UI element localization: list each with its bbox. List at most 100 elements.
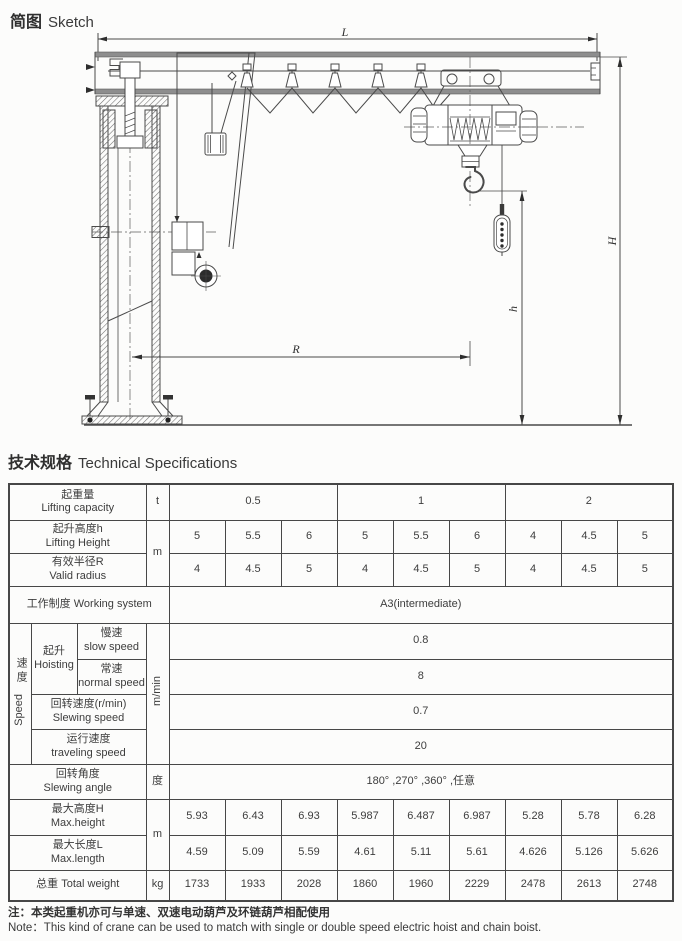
table-row: 最大长度L Max.length 4.59 5.09 5.59 4.61 5.1… xyxy=(8,834,674,871)
festoon-hanger xyxy=(414,63,428,88)
value-cell: 4 xyxy=(504,552,562,587)
row-label-max-height: 最大高度H Max.height xyxy=(8,798,147,836)
electric-hoist xyxy=(404,57,584,209)
kingpin-bolt-head xyxy=(119,61,141,79)
value-cell: 4.5 xyxy=(224,552,282,587)
value-cell: 4 xyxy=(504,519,562,554)
column-wall xyxy=(99,105,109,403)
row-label-slewing-speed: 回转速度(r/min) Slewing speed xyxy=(30,693,147,730)
beam-end-stop xyxy=(590,62,601,81)
column-wall xyxy=(151,105,161,403)
sketch-heading: 简图 Sketch xyxy=(10,8,94,32)
stud-stack xyxy=(102,109,116,149)
value-cell: 5.5 xyxy=(224,519,282,554)
row-label-slow-speed: 慢速 slow speed xyxy=(76,622,147,660)
value-cell: 0.8 xyxy=(168,622,674,660)
value-cell: 5.59 xyxy=(280,834,338,871)
value-cell: 5.93 xyxy=(168,798,226,836)
trolley-wheel-icon xyxy=(446,73,458,85)
row-label-max-length: 最大长度L Max.length xyxy=(8,834,147,871)
value-cell: 5 xyxy=(280,552,338,587)
unit-cell: t xyxy=(145,483,170,521)
table-row: 工作制度 Working system A3(intermediate) xyxy=(8,585,674,624)
value-cell: 5 xyxy=(616,552,674,587)
sketch-heading-en: Sketch xyxy=(48,14,94,31)
value-cell: 2478 xyxy=(504,869,562,902)
value-cell: 6 xyxy=(280,519,338,554)
row-label-lifting-capacity: 起重量 Lifting capacity xyxy=(8,483,147,521)
control-box xyxy=(204,71,237,156)
weld-arrow-icon xyxy=(196,252,202,258)
unit-cell: kg xyxy=(145,869,170,902)
value-cell: 2613 xyxy=(560,869,618,902)
value-cell: 6.43 xyxy=(224,798,282,836)
weld-arrow-icon xyxy=(86,64,95,70)
dim-label-H: H xyxy=(605,235,619,246)
value-cell: 6.487 xyxy=(392,798,450,836)
value-cell: 6.28 xyxy=(616,798,674,836)
table-row: 起升高度h Lifting Height m 5 5.5 6 5 5.5 6 4… xyxy=(8,519,674,587)
value-cell: 4 xyxy=(168,552,226,587)
pendant-button-icon xyxy=(500,233,504,237)
dim-label-L: L xyxy=(341,25,349,39)
hoist-motor-cap xyxy=(410,107,428,143)
value-cell: 4.61 xyxy=(336,834,394,871)
value-cell: 2 xyxy=(504,483,674,521)
stud-stack xyxy=(144,109,158,149)
hoist-gear-cap xyxy=(519,110,538,143)
weld-arrow-icon xyxy=(174,216,180,222)
sketch-heading-zh: 简图 xyxy=(10,14,43,31)
footnote-en: Note：This kind of crane can be used to m… xyxy=(8,921,542,934)
column-brace xyxy=(107,300,153,322)
table-row: 总重 Total weight kg 1733 1933 2028 1860 1… xyxy=(8,869,674,902)
value-cell: 4.59 xyxy=(168,834,226,871)
value-cell: 1860 xyxy=(336,869,394,902)
row-label-valid-radius: 有效半径R Valid radius xyxy=(8,552,147,587)
value-cell: 2748 xyxy=(616,869,674,902)
row-label-slewing-angle: 回转角度 Slewing angle xyxy=(8,763,147,800)
crane-sketch-drawing: L xyxy=(81,25,632,426)
value-cell: 5 xyxy=(168,519,226,554)
kingpin-nut xyxy=(116,135,144,149)
value-cell: A3(intermediate) xyxy=(168,585,674,624)
weld-arrow-icon xyxy=(86,87,95,93)
value-cell: 1733 xyxy=(168,869,226,902)
table-row: 有效半径R Valid radius 4 4.5 5 4 4.5 5 4 4.5… xyxy=(8,552,674,587)
table-row: 常速 normal speed 8 xyxy=(9,658,674,695)
pendant-button-icon xyxy=(500,227,504,232)
row-label-normal-speed: 常速 normal speed xyxy=(76,658,147,695)
rope-guide xyxy=(457,144,488,157)
table-row: 起重量 Lifting capacity t 0.5 1 2 xyxy=(8,483,674,521)
value-cell: 8 xyxy=(168,658,674,695)
jib-beam xyxy=(86,51,601,95)
value-cell: 5.09 xyxy=(224,834,282,871)
table-row: 回转角度 Slewing angle 度 180° ,270° ,360° ,任… xyxy=(8,763,674,800)
shaft-stub xyxy=(91,226,110,238)
festoon-cable-system xyxy=(240,63,451,114)
value-cell: 5.5 xyxy=(392,519,450,554)
row-label-traveling-speed: 运行速度 traveling speed xyxy=(30,728,147,765)
value-cell: 4 xyxy=(336,552,394,587)
value-cell: 1960 xyxy=(392,869,450,902)
value-cell: 6.93 xyxy=(280,798,338,836)
value-cell: 1933 xyxy=(224,869,282,902)
anchor-bolt-icon xyxy=(163,395,173,400)
unit-cell: m/min xyxy=(145,622,170,765)
value-cell: 5 xyxy=(336,519,394,554)
value-cell: 5.78 xyxy=(560,798,618,836)
row-label-speed-group: 速度 Speed xyxy=(8,622,32,765)
value-cell: 5 xyxy=(616,519,674,554)
festoon-hanger xyxy=(240,63,254,88)
table-row: 运行速度 traveling speed 20 xyxy=(9,728,674,765)
slewing-drive xyxy=(91,216,221,291)
pendant-button-icon xyxy=(500,238,504,243)
row-label-hoisting: 起升 Hoisting xyxy=(30,622,78,695)
value-cell: 4.626 xyxy=(504,834,562,871)
value-cell: 6 xyxy=(448,519,506,554)
festoon-hanger xyxy=(285,63,299,88)
value-cell: 180° ,270° ,360° ,任意 xyxy=(168,763,674,800)
row-label-lifting-height: 起升高度h Lifting Height xyxy=(8,519,147,554)
value-cell: 2229 xyxy=(448,869,506,902)
value-cell: 5.11 xyxy=(392,834,450,871)
